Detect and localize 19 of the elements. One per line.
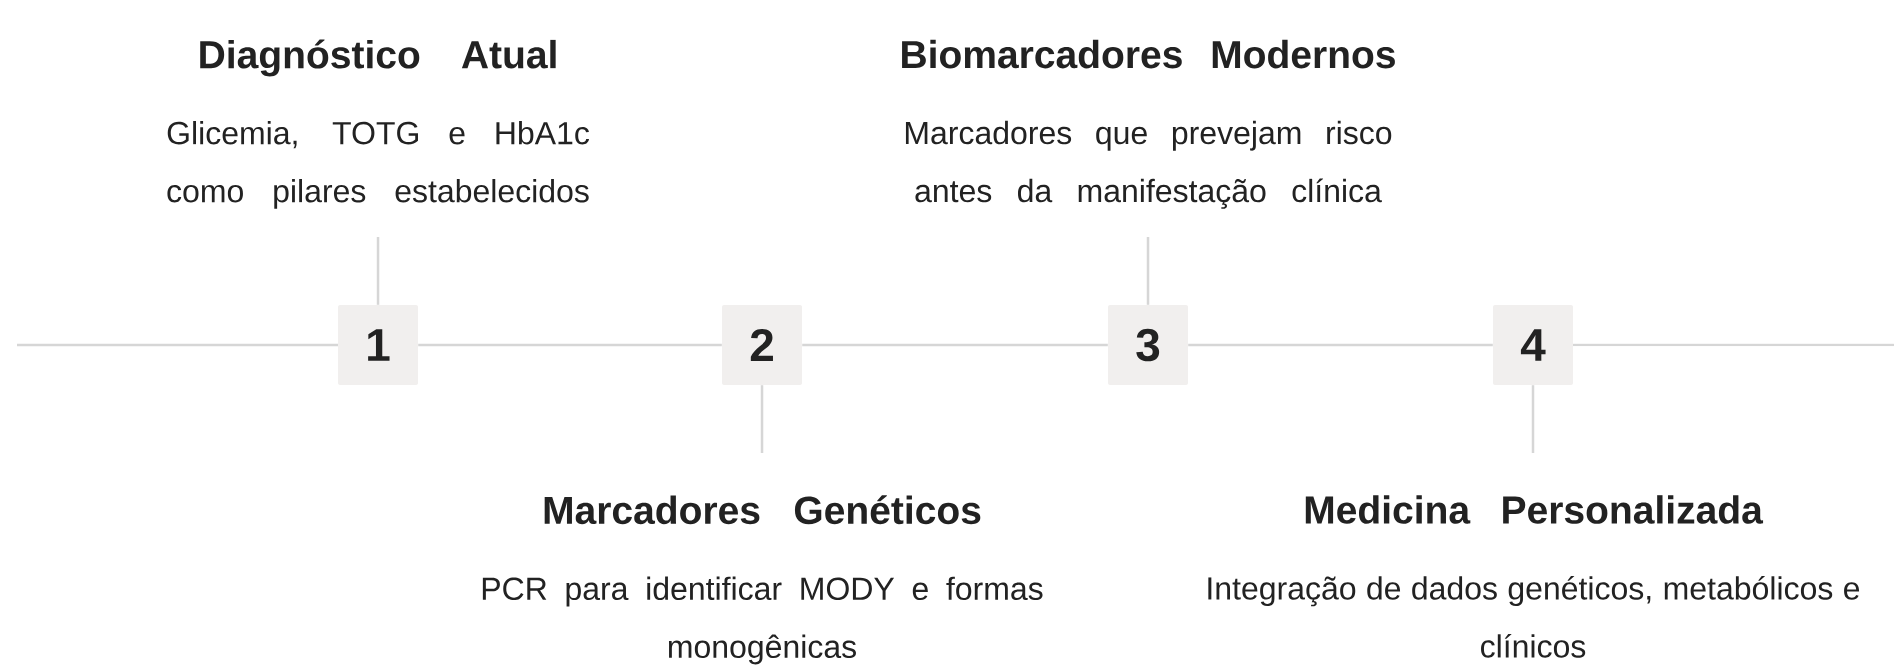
event-description: PCR para identificar MODY e formas monogênicas bbox=[482, 576, 1043, 665]
timeline-line bbox=[1188, 343, 1493, 347]
event-description: Integração de dados genéticos, metabólicos e clínicos bbox=[1208, 575, 1860, 658]
event-title: Diagnóstico Atual bbox=[200, 39, 556, 77]
number-box: 1 bbox=[338, 305, 418, 385]
event-description: Marcadores que prevejam risco antes da manifestação clínica bbox=[905, 120, 1392, 209]
event-description: Glicemia, TOTG e HbA1c como pilares estabelecidos bbox=[167, 120, 589, 209]
timeline-line bbox=[418, 343, 722, 347]
connector-line bbox=[1146, 237, 1150, 305]
number-box: 4 bbox=[1493, 305, 1573, 385]
connector-line bbox=[760, 385, 764, 453]
timeline-line bbox=[802, 343, 1108, 347]
event-title: Medicina Personalizada bbox=[1305, 495, 1764, 524]
number-box: 2 bbox=[722, 305, 802, 385]
connector-line bbox=[1531, 385, 1535, 453]
event-title: Biomarcadores Modernos bbox=[902, 39, 1395, 69]
event-title: Marcadores Genéticos bbox=[544, 495, 981, 525]
connector-line bbox=[376, 237, 380, 305]
number-box: 3 bbox=[1108, 305, 1188, 385]
